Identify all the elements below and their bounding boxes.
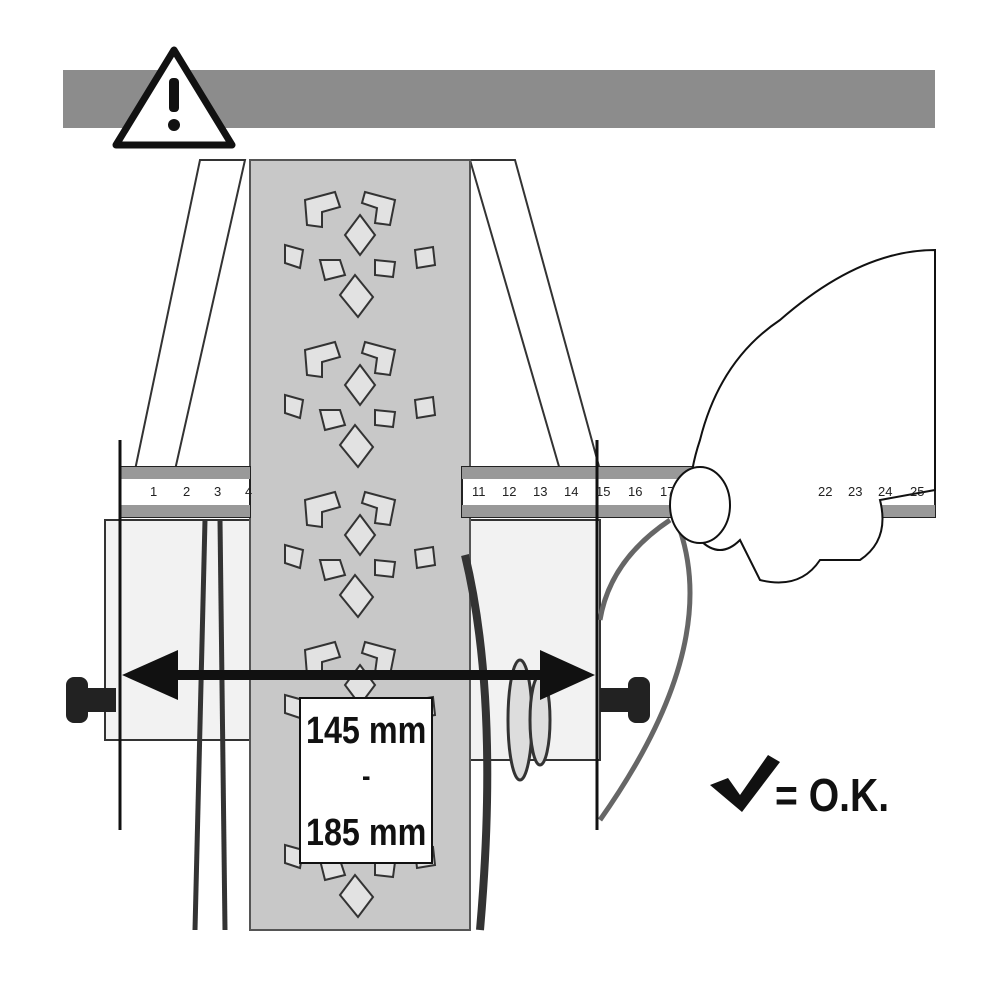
frame-stays [104,159,602,761]
ok-label: = O.K. [775,769,890,821]
rotor-and-cassette [192,519,552,931]
hand [669,248,936,584]
warning-triangle-icon [112,46,236,149]
ruler-number: 13 [533,484,548,499]
measurement-arrow [122,650,595,700]
ruler-number: 11 [472,484,486,499]
ruler-number: 4 [245,484,253,499]
ruler-number: 24 [878,484,893,499]
ruler-number: 23 [848,484,863,499]
measurement-separator: - [362,760,371,793]
ruler-number: 2 [183,484,191,499]
ruler-number: 17 [660,484,675,499]
measurement-min: 145 mm [306,710,427,752]
measurement-max: 185 mm [306,812,427,854]
ruler-number: 3 [214,484,222,499]
ruler-number: 14 [564,484,579,499]
ruler-number: 22 [818,484,833,499]
derailleur-cable [597,517,693,822]
ruler-number: 12 [502,484,517,499]
ruler-number: 25 [910,484,925,499]
axle-lines [118,440,599,830]
measurement-box [299,697,433,864]
ruler-number: 16 [628,484,643,499]
checkmark-icon [710,755,780,812]
ruler-number: 15 [596,484,611,499]
axle-nuts [66,677,650,723]
ruler-number: 1 [150,484,158,499]
ruler-left [119,466,251,518]
